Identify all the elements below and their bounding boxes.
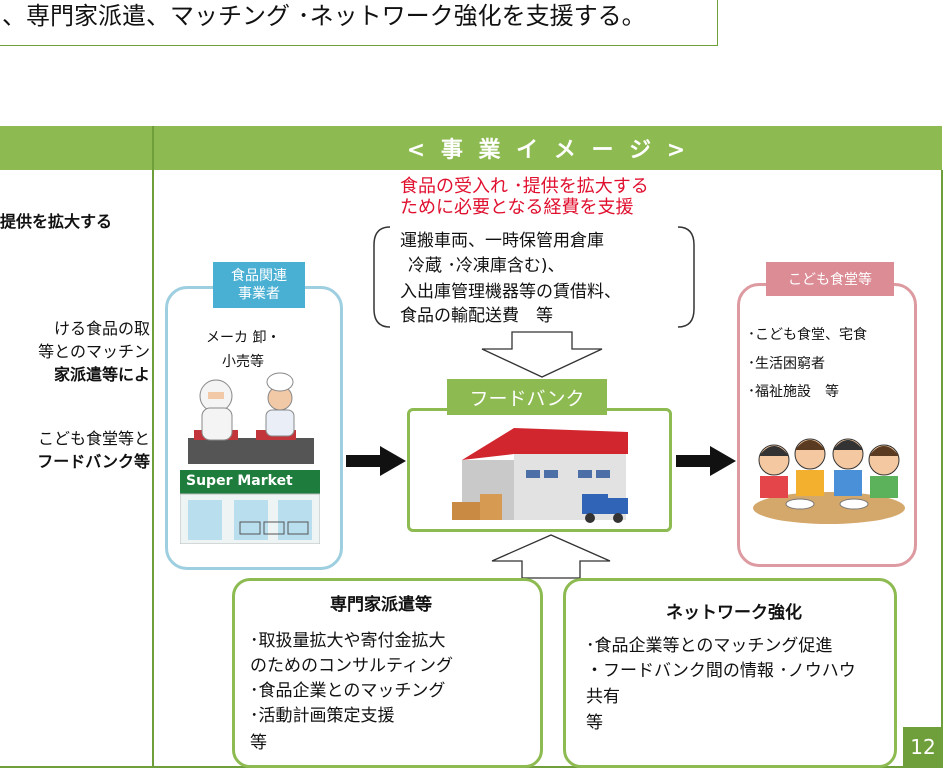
left-text-line: 家派遣等によ bbox=[53, 365, 150, 384]
children-cafeteria-label: こども食堂等 bbox=[766, 262, 894, 296]
page-number: 12 bbox=[903, 727, 943, 767]
warehouse-illustration bbox=[452, 428, 628, 523]
left-text-line: 等とのマッチン bbox=[38, 342, 150, 361]
down-arrow-icon bbox=[481, 331, 603, 378]
network-line: 共有 bbox=[586, 687, 620, 707]
expense-line: 冷蔵 ･冷凍庫含む)、 bbox=[408, 256, 565, 276]
expense-line: 食品の輸配送費 等 bbox=[400, 306, 553, 326]
cafeteria-item: ･生活困窮者 bbox=[748, 356, 825, 372]
top-banner-text: 、専門家派遣、マッチング ･ネットワーク強化を支援する。 bbox=[2, 2, 646, 30]
up-arrow-icon bbox=[491, 534, 611, 579]
expert-dispatch-box bbox=[232, 578, 543, 768]
network-line: 等 bbox=[586, 713, 603, 733]
network-line: ・フードバンク間の情報 ･ノウハウ bbox=[586, 661, 856, 681]
factory-workers-illustration bbox=[188, 372, 314, 464]
support-text-line: ために必要となる経費を支援 bbox=[400, 197, 634, 218]
left-text-line: 提供を拡大する bbox=[0, 212, 113, 231]
network-box bbox=[563, 578, 897, 768]
expense-line: 運搬車両、一時保管用倉庫 bbox=[400, 231, 604, 251]
network-line: ･食品企業等とのマッチング促進 bbox=[586, 636, 833, 656]
supermarket-illustration bbox=[180, 470, 320, 544]
expert-dispatch-line: のためのコンサルティング bbox=[250, 656, 453, 676]
left-text-line: ける食品の取 bbox=[53, 319, 150, 338]
support-text-line: 食品の受入れ ･提供を拡大する bbox=[400, 176, 649, 197]
label-line: 食品関連 bbox=[231, 268, 287, 284]
header-left-bar bbox=[0, 126, 153, 170]
label-line: 事業者 bbox=[238, 286, 280, 302]
expert-dispatch-line: 等 bbox=[250, 733, 267, 753]
store-sign: Super Market bbox=[186, 473, 293, 489]
expert-dispatch-line: ･食品企業とのマッチング bbox=[250, 681, 446, 701]
right-border bbox=[941, 170, 943, 768]
expense-bracket bbox=[373, 226, 695, 328]
food-business-desc: メーカ 卸・ bbox=[206, 330, 281, 346]
column-divider bbox=[152, 126, 154, 768]
children-eating-illustration bbox=[753, 438, 905, 524]
network-title: ネットワーク強化 bbox=[666, 603, 802, 623]
food-bank-label: フードバンク bbox=[447, 379, 607, 415]
left-text-line: フードバンク等 bbox=[37, 452, 150, 471]
expert-dispatch-title: 専門家派遣等 bbox=[330, 595, 432, 615]
left-text-line: こども食堂等と bbox=[37, 429, 150, 448]
cafeteria-item: ･こども食堂、宅食 bbox=[748, 327, 867, 343]
expert-dispatch-line: ･取扱量拡大や寄付金拡大 bbox=[250, 631, 446, 651]
cafeteria-item: ･福祉施設 等 bbox=[748, 384, 839, 400]
expert-dispatch-line: ･活動計画策定支援 bbox=[250, 706, 395, 726]
right-arrow-icon bbox=[346, 446, 406, 476]
food-business-desc: 小売等 bbox=[222, 354, 264, 370]
food-business-label: 食品関連事業者 bbox=[213, 262, 305, 308]
header-business-image: < 事 業 イ メ ー ジ > bbox=[154, 126, 942, 170]
right-arrow-icon bbox=[676, 446, 736, 476]
top-banner-box bbox=[0, 0, 718, 46]
expense-line: 入出庫管理機器等の賃借料、 bbox=[400, 282, 621, 302]
